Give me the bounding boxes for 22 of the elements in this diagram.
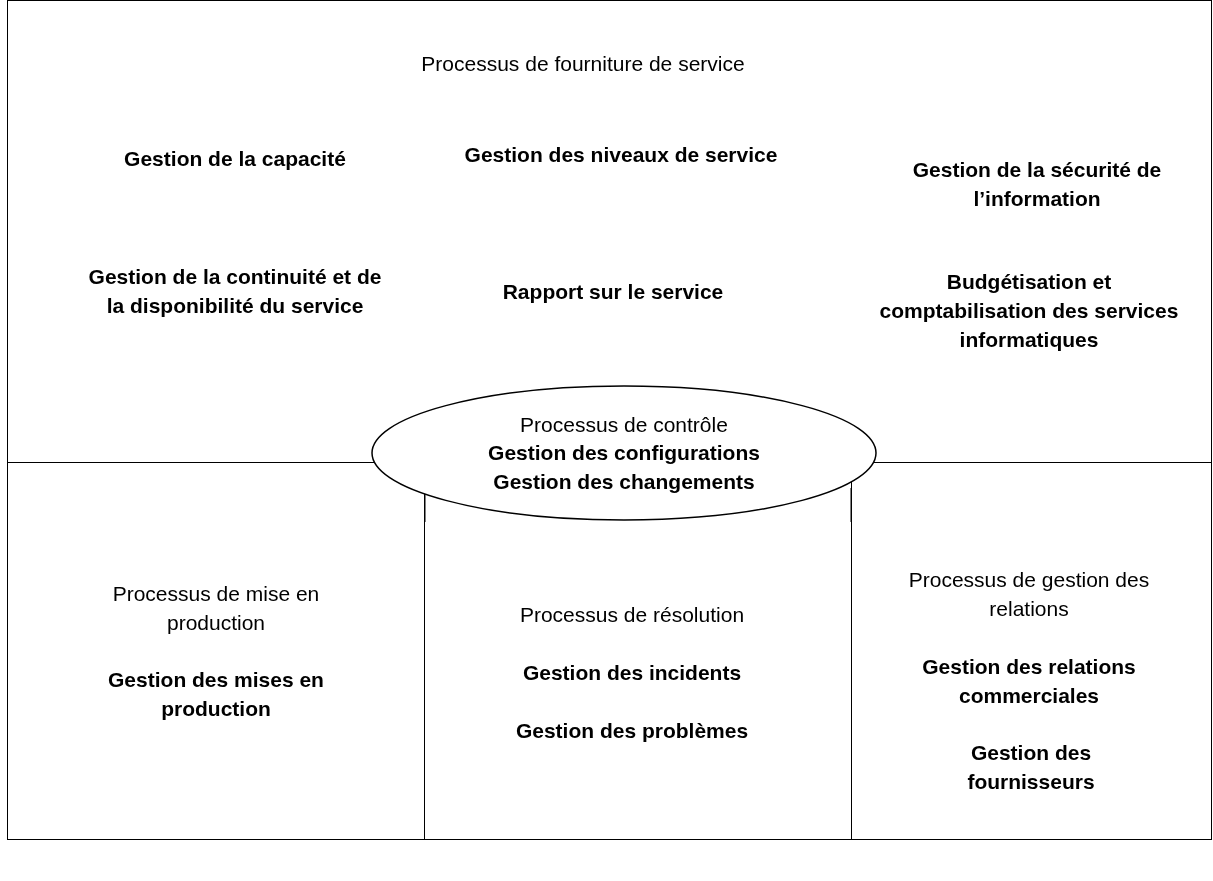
process-name: Gestion des changements bbox=[492, 468, 756, 495]
process-name: Gestion des niveaux de service bbox=[463, 141, 779, 168]
process-group-heading: Processus de résolution bbox=[518, 601, 746, 628]
process-name: Gestion des configurations bbox=[487, 439, 761, 466]
process-name: Gestion des mises en production bbox=[107, 666, 325, 722]
region-panel bbox=[7, 0, 1212, 463]
process-name: Gestion des problèmes bbox=[514, 717, 750, 744]
process-name: Budgétisation et comptabilisation des services informatiques bbox=[878, 268, 1180, 353]
process-name: Gestion de la continuité et de la disponibilité du service bbox=[87, 263, 383, 319]
process-group-heading: Processus de gestion des relations bbox=[907, 566, 1151, 622]
process-group-heading: Processus de mise en production bbox=[111, 580, 321, 636]
process-name: Rapport sur le service bbox=[501, 278, 725, 305]
process-name: Gestion des fournisseurs bbox=[966, 739, 1096, 795]
process-name: Gestion des incidents bbox=[521, 659, 743, 686]
process-panel bbox=[7, 462, 425, 840]
process-name: Gestion de la capacité bbox=[123, 145, 347, 172]
process-panel bbox=[851, 462, 1212, 840]
process-name: Gestion des relations commerciales bbox=[921, 653, 1137, 709]
process-group-heading: Processus de contrôle bbox=[519, 411, 729, 438]
process-group-heading: Processus de fourniture de service bbox=[420, 50, 746, 77]
process-name: Gestion de la sécurité de l’information bbox=[911, 156, 1163, 212]
process-panel bbox=[424, 522, 852, 840]
